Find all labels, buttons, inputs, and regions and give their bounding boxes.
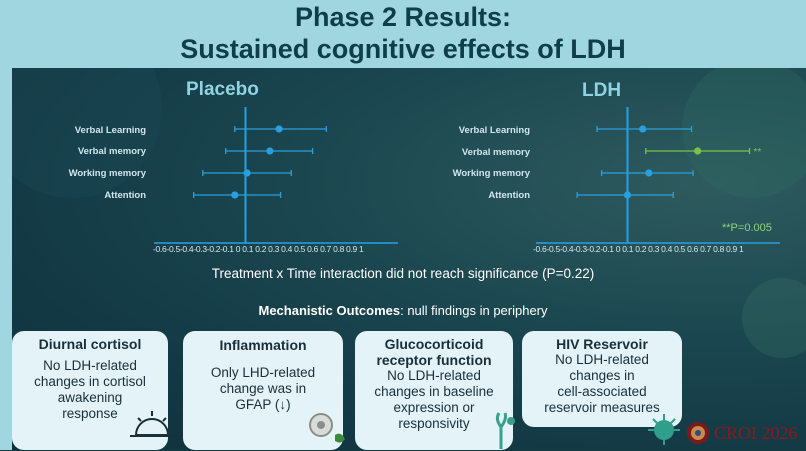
- box-body-line: No LDH-related: [43, 358, 137, 373]
- slide-title-line-1: Phase 2 Results:: [294, 2, 512, 32]
- ldh-point-estimate: [623, 191, 632, 199]
- croi-logo-text: CROI 2026: [714, 422, 798, 443]
- box-body-line: No LDH-related: [555, 352, 649, 367]
- ldh-label-verbal-memory: Verbal memory: [461, 147, 530, 158]
- placebo-label-verbal-memory: Verbal memory: [77, 146, 146, 157]
- box-body-line: change was in: [219, 381, 307, 396]
- croi-logo: CROI 2026: [686, 420, 798, 446]
- box-title: HIV Reservoir: [556, 336, 648, 352]
- placebo-axis-ticks: -0.6-0.5-0.4-0.3-0.2-0.1 0 0.1 0.2 0.3 0…: [153, 244, 364, 254]
- box-body-line: Only LHD-related: [210, 365, 316, 380]
- mechanistic-outcomes-line: Mechanistic Outcomes: null findings in p…: [0, 303, 806, 318]
- box-hiv-reservoir: HIV Reservoir No LDH-related changes in …: [522, 331, 682, 427]
- box-body-line: awakening: [57, 390, 123, 405]
- placebo-point-estimate: [243, 169, 251, 177]
- box-body-line: changes in cortisol: [34, 374, 146, 389]
- box-title-line: receptor function: [376, 352, 492, 368]
- left-accent-bar: [0, 68, 12, 450]
- ldh-point-estimate: [694, 147, 702, 155]
- ldh-label-attention: Attention: [488, 190, 530, 201]
- placebo-label-verbal-learning: Verbal Learning: [74, 125, 146, 136]
- box-diurnal-cortisol: Diurnal cortisol No LDH-related changes …: [12, 331, 178, 450]
- box-body-line: reservoir measures: [544, 400, 660, 415]
- box-title: Inflammation: [219, 337, 307, 353]
- slide-header: Phase 2 Results: Sustained cognitive eff…: [0, 0, 806, 68]
- croi-seal-icon: [687, 422, 709, 444]
- box-title-line: Glucocorticoid: [384, 336, 484, 352]
- box-body-line: responsivity: [398, 416, 470, 431]
- box-body-line: No LDH-related: [387, 368, 481, 383]
- box-body-line: cell-associated: [557, 384, 647, 399]
- ldh-axis-ticks: -0.6-0.5-0.4-0.3-0.2-0.1 0 0.1 0.2 0.3 0…: [533, 244, 744, 254]
- box-body-line: GFAP (↓): [235, 397, 291, 412]
- box-body-line: changes in: [569, 368, 635, 383]
- ldh-point-estimate: [645, 169, 653, 177]
- slide-title-line-2: Sustained cognitive effects of LDH: [180, 34, 626, 64]
- box-inflammation: Inflammation Only LHD-related change was…: [183, 331, 345, 450]
- box-body: No LDH-related changes in cortisol awake…: [12, 358, 168, 422]
- box-body-line: expression or: [393, 400, 475, 415]
- box-body-line: changes in baseline: [374, 384, 494, 399]
- ldh-label-verbal-learning: Verbal Learning: [458, 125, 530, 136]
- placebo-panel-title: Placebo: [186, 79, 259, 100]
- box-glucocorticoid-receptor: Glucocorticoid receptor function No LDH-…: [355, 331, 515, 450]
- ldh-point-estimate: [639, 125, 647, 133]
- placebo-point-estimate: [231, 191, 239, 199]
- box-body: Only LHD-related change was in GFAP (↓): [183, 365, 343, 413]
- immune-cell-icon: [309, 413, 345, 443]
- placebo-point-estimate: [266, 147, 274, 155]
- mechanistic-label: Mechanistic Outcomes: [258, 303, 401, 318]
- placebo-label-attention: Attention: [104, 190, 146, 201]
- virus-icon: [648, 414, 680, 445]
- ldh-panel-title: LDH: [582, 80, 622, 101]
- placebo-point-estimate: [275, 125, 283, 133]
- box-body: No LDH-related changes in baseline expre…: [355, 368, 513, 432]
- ldh-forest-plot: **: [536, 107, 780, 244]
- placebo-label-working-memory: Working memory: [68, 168, 146, 179]
- box-body: No LDH-related changes in cell-associate…: [522, 352, 682, 416]
- sunrise-icon: [130, 411, 178, 437]
- ldh-significance-marker: **: [754, 147, 762, 158]
- mechanistic-text: : null findings in periphery: [400, 303, 548, 318]
- box-body-line: response: [62, 406, 118, 421]
- box-title: Diurnal cortisol: [38, 336, 142, 352]
- ldh-significance-note: **P=0.005: [722, 222, 772, 234]
- ldh-label-working-memory: Working memory: [452, 168, 530, 179]
- receptor-icon: [495, 412, 515, 449]
- interaction-note: Treatment x Time interaction did not rea…: [211, 266, 595, 281]
- background-decoration: [12, 68, 806, 358]
- placebo-forest-plot: [154, 107, 398, 244]
